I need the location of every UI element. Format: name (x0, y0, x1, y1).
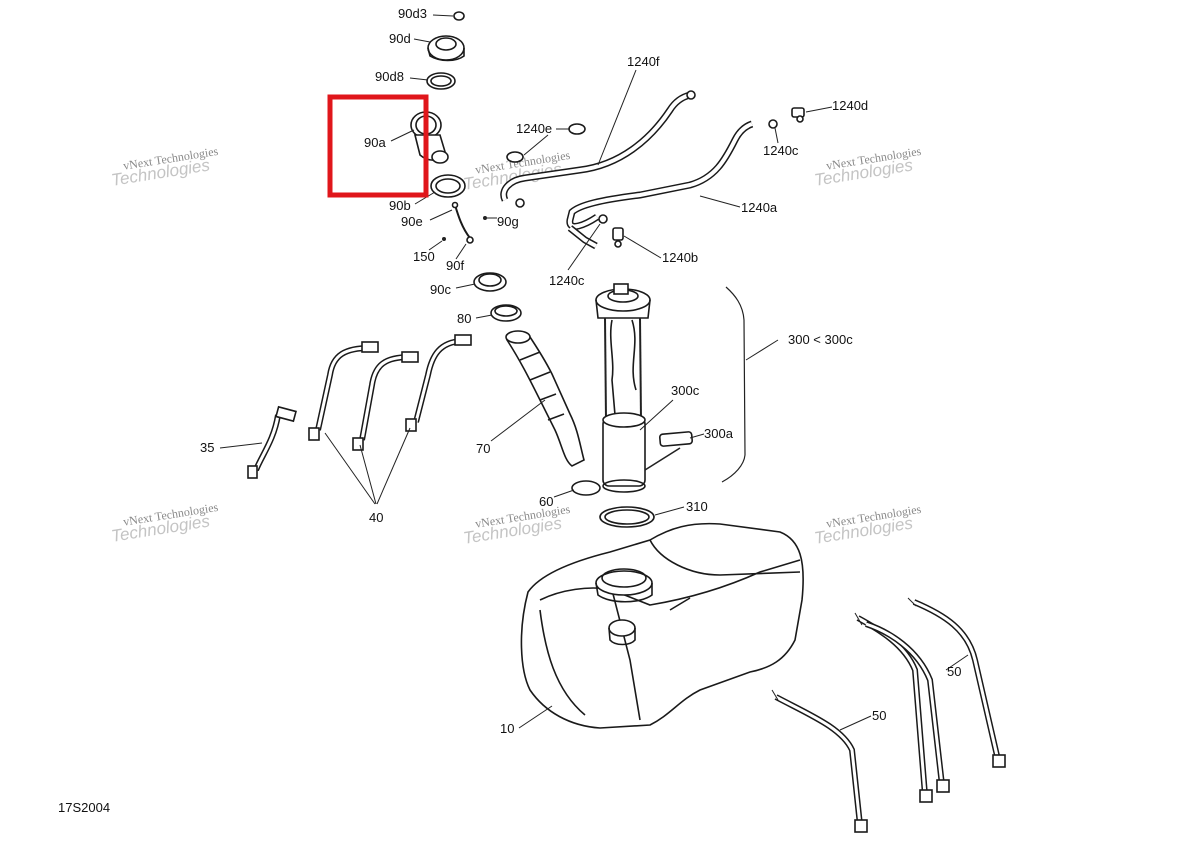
fuel-tank-10[interactable] (520, 522, 804, 729)
watermark-1: Technologies vNext Technologies (110, 144, 220, 190)
strap-35[interactable] (247, 405, 297, 479)
strap-50[interactable] (771, 597, 1006, 833)
label-300-range[interactable]: 300 < 300c (788, 332, 853, 347)
clamp-1240e[interactable] (506, 123, 586, 163)
figure-id: 17S2004 (58, 800, 110, 815)
fuel-pump-assembly-300[interactable] (595, 283, 694, 493)
strap-90e[interactable] (451, 201, 474, 244)
vent-hose-1240f[interactable] (500, 90, 696, 208)
label-1240d[interactable]: 1240d (832, 98, 868, 113)
label-40[interactable]: 40 (369, 510, 383, 525)
watermark-3: Technologies vNext Technologies (813, 144, 923, 190)
label-90c[interactable]: 90c (430, 282, 451, 297)
label-90a[interactable]: 90a (364, 135, 386, 150)
label-50-left[interactable]: 50 (872, 708, 886, 723)
cap-insert-90d3[interactable] (453, 11, 465, 21)
label-1240e[interactable]: 1240e (516, 121, 552, 136)
label-10[interactable]: 10 (500, 721, 514, 736)
callout-labels: 90d3 90d 90d8 90a 90b 90e 90g 150 90f 90… (200, 6, 961, 736)
label-1240b[interactable]: 1240b (662, 250, 698, 265)
label-35[interactable]: 35 (200, 440, 214, 455)
strap-40[interactable] (308, 334, 472, 451)
label-90g[interactable]: 90g (497, 214, 519, 229)
watermark-6: Technologies vNext Technologies (813, 502, 923, 548)
watermark-5: Technologies vNext Technologies (462, 502, 572, 548)
screw-90g[interactable] (483, 216, 487, 220)
nut-ring-90c[interactable] (473, 272, 507, 292)
screw-150[interactable] (442, 237, 446, 241)
label-60[interactable]: 60 (539, 494, 553, 509)
watermark-4: Technologies vNext Technologies (110, 500, 220, 546)
label-1240c-mid[interactable]: 1240c (549, 273, 585, 288)
label-50-right[interactable]: 50 (947, 664, 961, 679)
label-90d[interactable]: 90d (389, 31, 411, 46)
label-300a[interactable]: 300a (704, 426, 734, 441)
label-310[interactable]: 310 (686, 499, 708, 514)
label-1240a[interactable]: 1240a (741, 200, 778, 215)
label-150[interactable]: 150 (413, 249, 435, 264)
valve-1240d[interactable] (791, 107, 805, 123)
label-90e[interactable]: 90e (401, 214, 423, 229)
label-90d3[interactable]: 90d3 (398, 6, 427, 21)
label-1240c-top[interactable]: 1240c (763, 143, 799, 158)
fitting-1240b[interactable] (612, 227, 624, 248)
clamp-60[interactable] (571, 480, 601, 496)
gasket-90d8[interactable] (426, 72, 456, 90)
label-300c[interactable]: 300c (671, 383, 700, 398)
bracket-300-range (721, 286, 746, 483)
label-90b[interactable]: 90b (389, 198, 411, 213)
fuel-cap-90d[interactable] (427, 35, 465, 62)
filler-hose-70[interactable] (505, 330, 585, 467)
label-80[interactable]: 80 (457, 311, 471, 326)
label-1240f[interactable]: 1240f (627, 54, 660, 69)
gasket-90b[interactable] (430, 174, 466, 198)
highlight-box-90a[interactable] (327, 94, 429, 198)
label-90f[interactable]: 90f (446, 258, 464, 273)
seal-ring-310[interactable] (599, 506, 655, 528)
label-70[interactable]: 70 (476, 441, 490, 456)
leader-lines (219, 14, 969, 731)
clamp-80[interactable] (490, 304, 522, 322)
filler-neck-90a[interactable] (410, 111, 449, 164)
vent-hose-1240a[interactable] (566, 120, 754, 250)
label-90d8[interactable]: 90d8 (375, 69, 404, 84)
clamp-1240c[interactable] (598, 119, 778, 224)
